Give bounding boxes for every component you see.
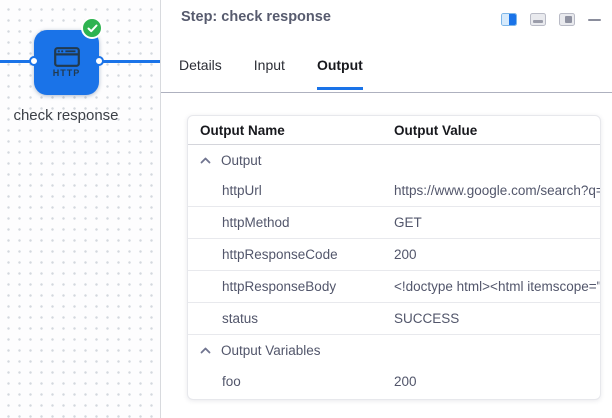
output-value-cell: 200 [394,373,417,389]
output-value-cell: https://www.google.com/search?q= [394,183,600,198]
panel-window-controls [501,13,601,26]
column-header-output-value: Output Value [394,122,478,138]
split-view-icon[interactable] [501,13,517,26]
table-row: status SUCCESS [188,303,600,335]
table-row: foo 200 [188,365,600,397]
output-name-cell: httpUrl [188,183,394,198]
success-badge-icon [81,17,103,39]
page-title: Step: check response [181,9,331,25]
table-row: httpUrl https://www.google.com/search?q= [188,175,600,207]
chevron-up-icon[interactable] [200,347,211,354]
browser-window-icon [53,47,80,67]
output-value-cell: GET [394,215,422,230]
tab-input[interactable]: Input [253,57,285,73]
output-name: httpMethod [222,215,290,230]
group-label: Output [221,152,262,168]
step-details-panel: Step: check response Details Input Outpu… [160,0,612,418]
input-port[interactable] [29,56,39,66]
output-name-cell: foo [188,374,394,389]
group-row[interactable]: Output Variables [188,335,600,365]
output-name: status [222,311,259,326]
output-value-cell: <!doctype html><html itemscope=" [394,279,600,294]
output-value-cell: 200 [394,247,417,262]
output-name-cell: httpResponseBody [188,279,394,294]
tab-bar: Details Input Output [179,57,363,90]
minimize-icon[interactable] [588,18,601,21]
dock-right-icon[interactable] [559,13,575,26]
table-row: httpResponseCode 200 [188,239,600,271]
http-task-node[interactable]: HTTP [34,30,99,95]
table-row: httpMethod GET [188,207,600,239]
node-caption: check response [13,107,119,124]
output-value-cell: SUCCESS [394,311,460,326]
output-name: foo [222,373,241,389]
chevron-up-icon[interactable] [200,157,211,164]
node-type-label: HTTP [52,68,81,78]
output-port[interactable] [94,56,104,66]
group-row[interactable]: Output [188,145,600,175]
group-label: Output Variables [221,342,321,358]
tab-details[interactable]: Details [179,57,222,73]
output-table-body: Output httpUrl https://www.google.com/sear… [188,145,600,397]
output-name-cell: status [188,311,394,326]
tab-divider [161,92,612,93]
table-header-row: Output Name Output Value [188,116,600,145]
output-name: httpResponseBody [222,279,337,294]
table-row: httpResponseBody <!doctype html><html ite… [188,271,600,303]
column-header-output-name: Output Name [200,122,285,138]
output-name-cell: httpResponseCode [188,247,394,262]
workflow-canvas[interactable]: HTTP check response [0,0,160,418]
dock-bottom-icon[interactable] [530,13,546,26]
output-name: httpResponseCode [222,247,338,262]
output-name-cell: httpMethod [188,215,394,230]
tab-output[interactable]: Output [316,57,363,90]
output-name: httpUrl [222,183,262,198]
output-name-cell: Output Variables [188,343,394,358]
output-name-cell: Output [188,153,394,168]
